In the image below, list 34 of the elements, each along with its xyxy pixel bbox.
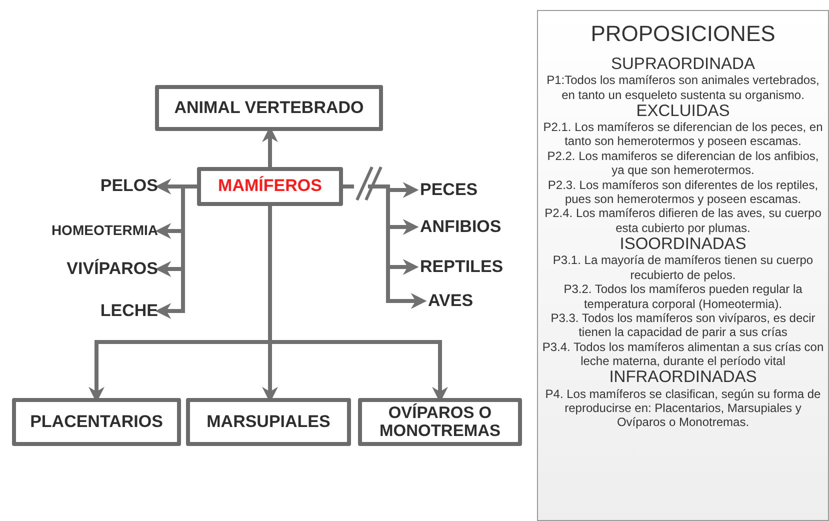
section-heading: SUPRAORDINADA bbox=[611, 55, 755, 74]
characteristic-label: PELOS bbox=[100, 176, 158, 196]
proposition-text: P3.3. Todos los mamíferos son vivíparos, es decir tienen la capacidad de parir a sus crías bbox=[550, 310, 816, 340]
characteristic-label: VIVÍPAROS bbox=[66, 260, 158, 278]
concept-box bbox=[12, 398, 181, 446]
concept-box bbox=[155, 85, 383, 131]
characteristic-label: HOMEOTERMIA bbox=[51, 223, 158, 239]
proposition-text: P2.1. Los mamíferos se diferencian de los peces, en tanto son hemerotermos y poseen escamas. bbox=[542, 120, 824, 149]
characteristic-label: LECHE bbox=[100, 302, 158, 320]
section-heading: ISOORDINADAS bbox=[620, 235, 746, 254]
concept-box bbox=[197, 167, 343, 206]
concept-label: PLACENTARIOS bbox=[30, 412, 163, 432]
proposition-text: P3.2. Todos los mamíferos pueden regular la temperatura corporal (Homeotermia). bbox=[562, 282, 804, 311]
proposition-text: P4. Los mamíferos se clasifican, según su forma de reproducirse en: Placentarios, Marsupiales y Ovíparos o Monotremas. bbox=[544, 386, 822, 430]
concept-box bbox=[186, 398, 351, 446]
concept-label: MAMÍFEROS bbox=[218, 177, 322, 196]
characteristic-label: ANFIBIOS bbox=[420, 218, 502, 236]
concept-label: OVÍPAROS O MONOTREMAS bbox=[378, 404, 502, 440]
proposition-text: P1:Todos los mamíferos son animales vertebrados, en tanto un esqueleto sustenta su organismo. bbox=[546, 73, 820, 102]
section-heading: EXCLUIDAS bbox=[636, 102, 730, 120]
concept-label: MARSUPIALES bbox=[206, 412, 330, 432]
proposition-text: P2.4. Los mamíferos difieren de las aves, su cuerpo esta cubierto por plumas. bbox=[544, 206, 822, 236]
characteristic-label: PECES bbox=[420, 180, 478, 200]
characteristic-label: REPTILES bbox=[420, 258, 504, 276]
concept-label: ANIMAL VERTEBRADO bbox=[174, 98, 364, 118]
characteristic-label: AVES bbox=[428, 292, 474, 310]
proposition-text: P3.1. La mayoría de mamíferos tienen su cuerpo recubierto de pelos. bbox=[552, 253, 814, 282]
section-heading: INFRAORDINADAS bbox=[609, 368, 757, 387]
concept-box bbox=[358, 398, 522, 446]
propositions-panel bbox=[537, 10, 829, 521]
proposition-text: P2.2. Los mamiferos se diferencian de los anfibios, ya que son hemerotermos. bbox=[546, 148, 820, 178]
proposition-text: P2.3. Los mamíferos son diferentes de los reptiles, pues son hemerotermos y poseen escamas. bbox=[546, 178, 820, 206]
proposition-text: P3.4. Todos los mamíferos alimentan a sus crías con leche materna, durante el período vital bbox=[542, 340, 824, 368]
panel-title: PROPOSICIONES bbox=[590, 21, 776, 47]
